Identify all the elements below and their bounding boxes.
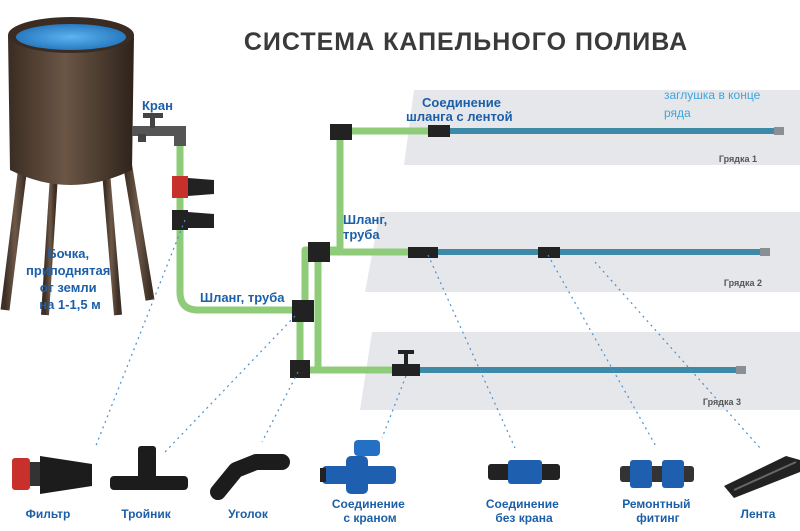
connector-icon bbox=[488, 460, 560, 484]
tee-fitting-row-2 bbox=[308, 242, 330, 262]
part-label-drip-tape: Лента bbox=[741, 507, 776, 521]
part-label-connector: Соединение без крана bbox=[486, 497, 562, 525]
part-label-repair-fitting: Ремонтный фитинг bbox=[622, 497, 694, 525]
hose-fittings bbox=[290, 124, 560, 378]
bed-1 bbox=[404, 90, 800, 165]
part-label-tee: Тройник bbox=[121, 507, 172, 521]
drip-tapes bbox=[400, 127, 784, 374]
valve-connector-row-3 bbox=[392, 364, 420, 376]
tap-label: Кран bbox=[142, 98, 173, 113]
filter-icon bbox=[12, 456, 92, 494]
callout-lines bbox=[94, 219, 761, 453]
hose-pipe-main-label: Шланг, труба bbox=[200, 290, 285, 305]
hose-tape-connector-row-1 bbox=[428, 125, 450, 137]
elbow-fitting-bottom bbox=[290, 360, 310, 378]
tee-fitting-main bbox=[292, 300, 314, 322]
tank-leg-right bbox=[120, 149, 155, 301]
tank-leg-mid bbox=[41, 159, 59, 316]
repair-fitting-row-2 bbox=[538, 247, 560, 258]
repair-fitting-icon bbox=[620, 460, 694, 488]
end-plug-row-1 bbox=[774, 127, 784, 135]
diagram-title: СИСТЕМА КАПЕЛЬНОГО ПОЛИВА bbox=[244, 28, 688, 56]
tank-leg-left bbox=[0, 149, 30, 311]
drip-tape-icon bbox=[724, 456, 800, 498]
elbow-icon bbox=[210, 454, 290, 500]
water-tank bbox=[0, 17, 155, 316]
bed-3-label: Грядка 3 bbox=[703, 397, 741, 407]
valve-connector-icon bbox=[320, 440, 396, 494]
tee-icon bbox=[110, 446, 188, 490]
tank-label: Бочка, приподнятая от земли на 1-1,5 м bbox=[26, 246, 114, 312]
bed-2-label: Грядка 2 bbox=[724, 278, 762, 288]
part-label-valve-connector: Соединение с краном bbox=[332, 497, 408, 525]
tank-water bbox=[16, 24, 126, 50]
end-plug-row-3 bbox=[736, 366, 746, 374]
connector-row-2 bbox=[408, 247, 438, 258]
hose-tape-connection-label: Соединение шланга с лентой bbox=[406, 95, 513, 124]
end-plug-row-2 bbox=[760, 248, 770, 256]
part-label-filter: Фильтр bbox=[26, 507, 71, 521]
tank-body bbox=[8, 35, 134, 185]
part-label-elbow: Уголок bbox=[228, 507, 269, 521]
bed-1-label: Грядка 1 bbox=[719, 154, 757, 164]
hose-pipe-branch-label: Шланг, труба bbox=[343, 212, 391, 242]
tank-leg-mid2 bbox=[101, 159, 122, 316]
tap bbox=[132, 113, 186, 146]
elbow-fitting-top bbox=[330, 124, 352, 140]
end-plug-label: заглушка в конце ряда bbox=[664, 88, 764, 120]
filter-on-hose bbox=[172, 176, 214, 230]
